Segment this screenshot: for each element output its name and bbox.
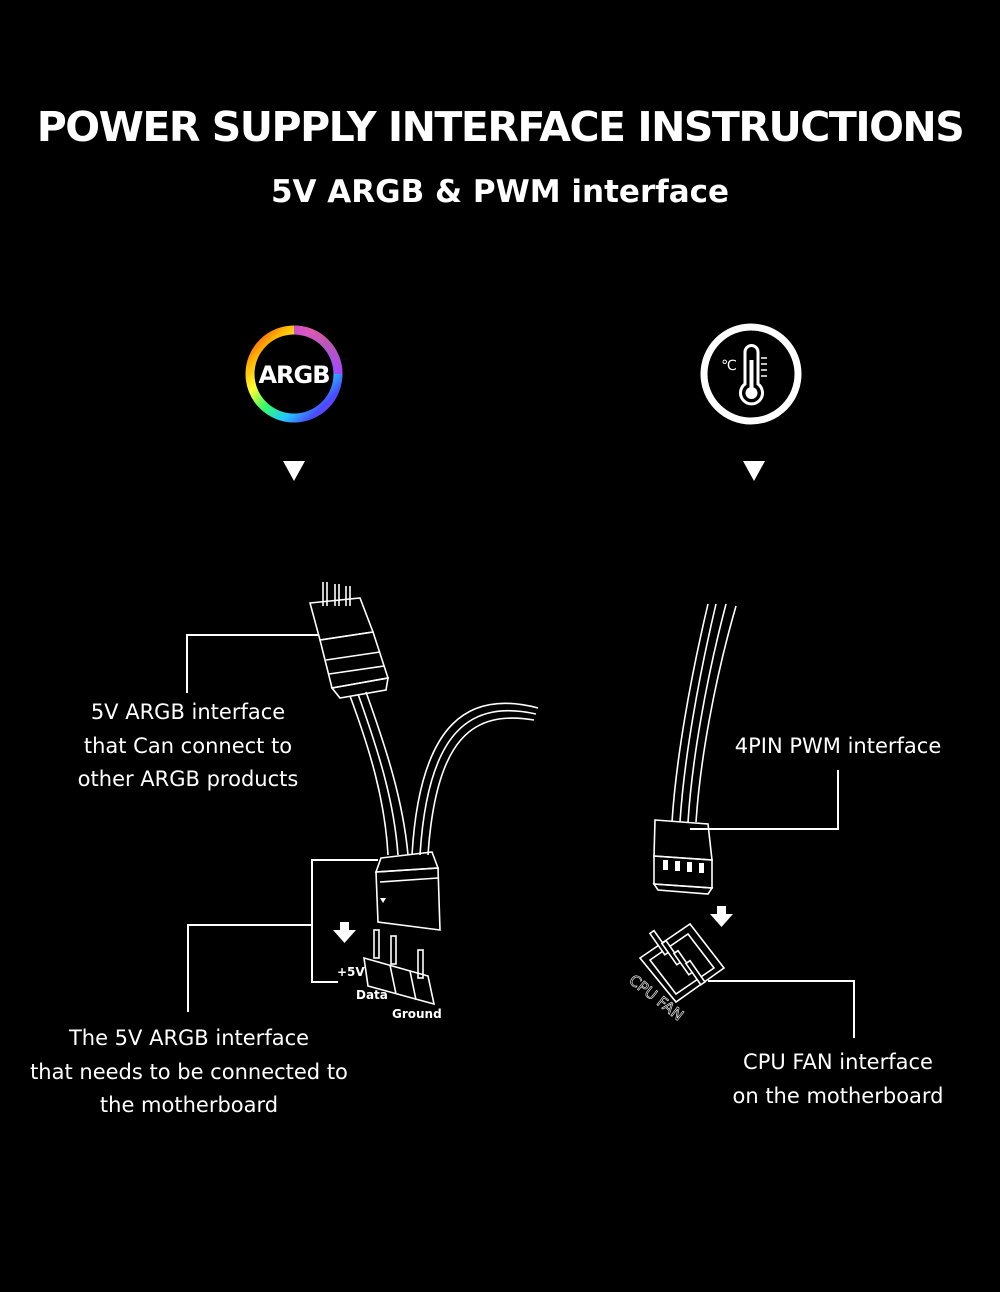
down-arrow-icon — [710, 906, 733, 927]
argb-ring-icon: ARGB — [245, 325, 343, 423]
leader-line-argb-in — [311, 859, 378, 983]
page-title: POWER SUPPLY INTERFACE INSTRUCTIONS — [36, 103, 965, 151]
leader-line-argb-in-2 — [187, 924, 312, 1012]
celsius-label: ℃ — [721, 358, 737, 374]
argb-icon-label: ARGB — [258, 361, 329, 389]
pwm-fan-cable — [638, 603, 737, 1004]
leader-line-argb-out — [186, 634, 318, 693]
leader-line-pwm — [690, 770, 839, 830]
argb-splitter-cable — [308, 582, 539, 1006]
down-arrow-icon — [743, 461, 765, 481]
pin-ground-label: Ground — [392, 1007, 442, 1021]
thermometer-icon: ℃ — [700, 323, 802, 425]
down-arrow-icon — [333, 922, 356, 943]
pin-data-label: Data — [356, 988, 388, 1002]
page-subtitle: 5V ARGB & PWM interface — [270, 174, 730, 210]
pin-5v-label: +5V — [337, 965, 365, 979]
argb-out-label: 5V ARGB interface that Can connect to ot… — [77, 700, 299, 791]
argb-in-label: The 5V ARGB interface that needs to be c… — [30, 1026, 348, 1117]
leader-line-cpu-fan — [708, 980, 855, 1038]
down-arrow-icon — [283, 461, 305, 481]
pwm-connector-label: 4PIN PWM interface — [734, 734, 942, 758]
cpu-fan-label: CPU FAN interface on the motherboard — [732, 1050, 944, 1108]
